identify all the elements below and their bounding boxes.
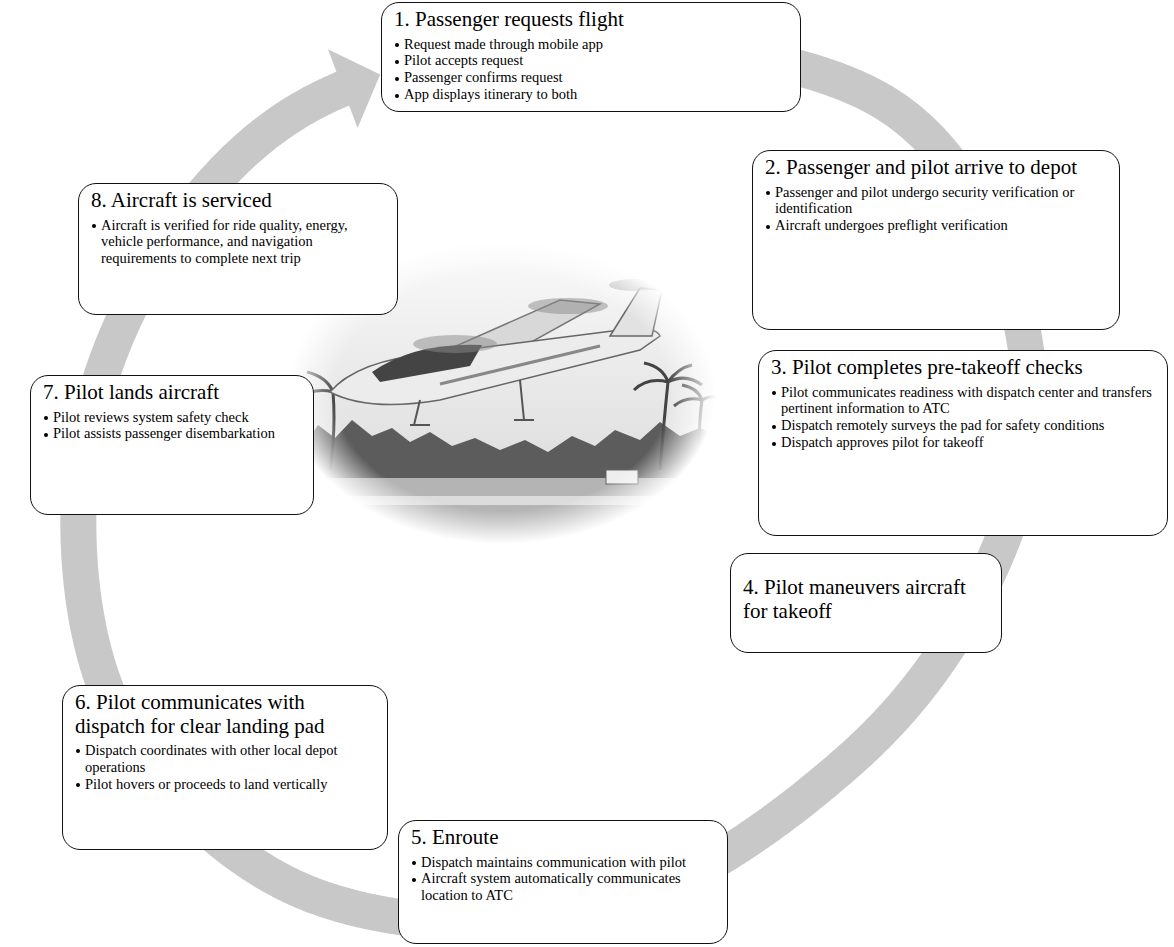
process-box: 2. Passenger and pilot arrive to depotPa… xyxy=(752,150,1120,330)
step-heading: 2. Passenger and pilot arrive to depot xyxy=(765,156,1109,180)
process-box: 7. Pilot lands aircraftPilot reviews sys… xyxy=(30,375,314,515)
cycle-band xyxy=(78,483,115,712)
cycle-arrow-segment xyxy=(195,49,380,204)
process-box: 1. Passenger requests flightRequest made… xyxy=(381,2,801,112)
step-heading: 5. Enroute xyxy=(411,826,717,850)
step-heading: 8. Aircraft is serviced xyxy=(91,189,387,213)
photo-sign xyxy=(606,470,638,484)
cycle-arrow-segment xyxy=(701,629,959,869)
step-heading: 7. Pilot lands aircraft xyxy=(43,381,303,405)
step-bullet: Pilot accepts request xyxy=(395,52,790,69)
cycle-arrowhead xyxy=(328,49,380,128)
step-bullet: Pilot reviews system safety check xyxy=(44,409,303,426)
process-box: 6. Pilot communicates with dispatch for … xyxy=(62,685,388,850)
step-heading: 4. Pilot maneuvers aircraft for takeoff xyxy=(743,576,991,623)
step-bullet: Aircraft system automatically communicat… xyxy=(412,870,717,904)
process-box: 3. Pilot completes pre-takeoff checksPil… xyxy=(758,350,1168,536)
aircraft-rotor xyxy=(528,298,608,314)
aircraft-fuselage xyxy=(330,328,660,404)
step-heading: 3. Pilot completes pre-takeoff checks xyxy=(771,356,1157,380)
cycle-arrow-segment xyxy=(78,483,115,712)
step-heading: 6. Pilot communicates with dispatch for … xyxy=(75,691,377,738)
aircraft-landing-gear xyxy=(410,380,534,425)
aircraft-tail xyxy=(610,288,662,336)
process-box: 4. Pilot maneuvers aircraft for takeoff xyxy=(730,553,1002,653)
step-heading: 1. Passenger requests flight xyxy=(394,8,790,32)
step-bullet: App displays itinerary to both xyxy=(395,86,790,103)
photo-road xyxy=(280,496,730,505)
step-bullet: Dispatch remotely surveys the pad for sa… xyxy=(772,417,1157,434)
step-bullet: Dispatch coordinates with other local de… xyxy=(76,742,377,776)
step-bullet: Passenger and pilot undergo security ver… xyxy=(766,184,1109,218)
aircraft-rotor xyxy=(609,279,661,291)
aircraft-rotor xyxy=(413,335,497,353)
step-bullet: Passenger confirms request xyxy=(395,69,790,86)
step-bullet: Request made through mobile app xyxy=(395,36,790,53)
step-bullet: Aircraft is verified for ride quality, e… xyxy=(92,217,387,268)
process-box: 8. Aircraft is servicedAircraft is verif… xyxy=(78,183,398,315)
step-bullet: Pilot assists passenger disembarkation xyxy=(44,425,303,442)
step-bullet: Aircraft undergoes preflight verificatio… xyxy=(766,217,1109,234)
process-box: 5. EnrouteDispatch maintains communicati… xyxy=(398,820,728,944)
step-bullet: Dispatch maintains communication with pi… xyxy=(412,854,717,871)
step-bullet: Dispatch approves pilot for takeoff xyxy=(772,434,1157,451)
photo-ground xyxy=(280,478,730,560)
step-bullet: Pilot communicates readiness with dispat… xyxy=(772,384,1157,418)
step-bullet: Pilot hovers or proceeds to land vertica… xyxy=(76,776,377,793)
cycle-band xyxy=(701,629,959,869)
